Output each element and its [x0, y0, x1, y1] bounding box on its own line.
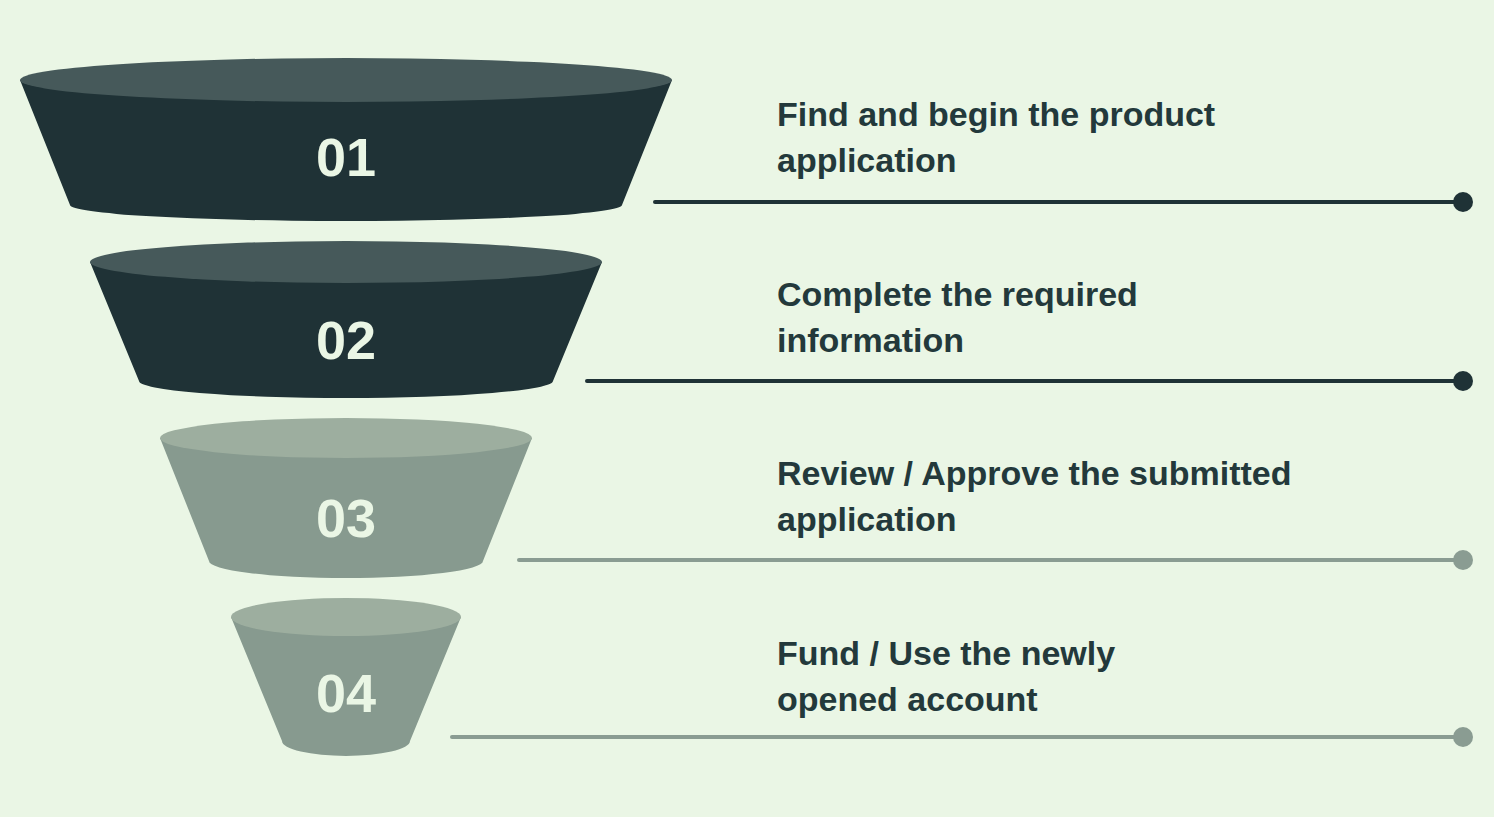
leader-dot: [1453, 192, 1473, 212]
leader-line: [452, 735, 1463, 739]
step-number: 03: [160, 488, 532, 548]
leader-dot: [1453, 371, 1473, 391]
step-description: Fund / Use the newly opened account: [777, 630, 1207, 722]
funnel-tier: 04: [231, 598, 461, 758]
tier-body: [231, 617, 461, 756]
step-number: 01: [20, 127, 672, 187]
step-number: 04: [231, 663, 461, 723]
tier-body: [160, 438, 532, 578]
step-description: Complete the required information: [777, 271, 1237, 363]
leader-line: [519, 558, 1463, 562]
step-number: 02: [90, 310, 602, 370]
tier-top: [20, 58, 672, 102]
step-description: Find and begin the product application: [777, 91, 1317, 183]
leader-dot: [1453, 727, 1473, 747]
leader-line: [655, 200, 1463, 204]
funnel-tier: 02: [90, 241, 602, 400]
tier-top: [231, 598, 461, 636]
funnel-tier: 01: [20, 58, 672, 223]
tier-top: [90, 241, 602, 283]
leader-line: [587, 379, 1463, 383]
step-description: Review / Approve the submitted applicati…: [777, 450, 1397, 542]
tier-top: [160, 418, 532, 458]
funnel-tier: 03: [160, 418, 532, 580]
leader-dot: [1453, 550, 1473, 570]
